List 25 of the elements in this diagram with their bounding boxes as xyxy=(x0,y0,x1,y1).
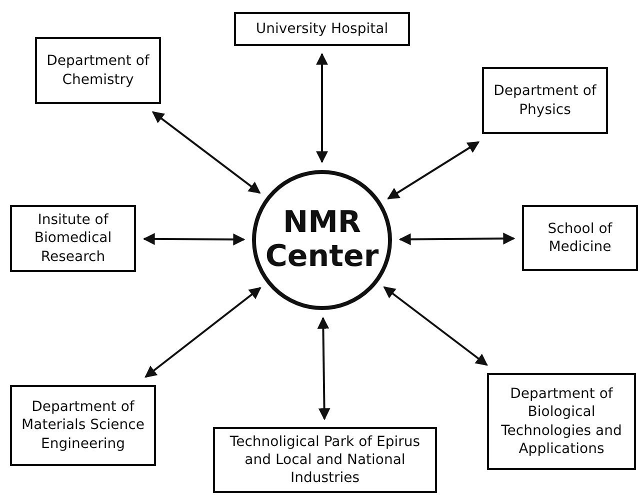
organization-box xyxy=(10,205,136,272)
organization-box xyxy=(234,12,410,46)
organization-box xyxy=(522,205,638,271)
node-label: Department of Chemistry xyxy=(46,52,150,89)
double-arrow xyxy=(383,286,488,366)
organization-box xyxy=(482,67,608,134)
node-label: Department of Physics xyxy=(492,82,598,119)
node-label: Insitute of Biomedical Research xyxy=(33,211,113,266)
double-arrow xyxy=(387,141,480,200)
double-arrow xyxy=(142,233,246,246)
node-label: Department of Materials Science Engineering xyxy=(20,398,146,453)
node-label: Department of Biological Technologies and Applications xyxy=(500,385,623,458)
organization-box xyxy=(213,427,437,493)
double-arrow xyxy=(152,111,261,194)
double-arrow xyxy=(317,316,330,420)
organization-box xyxy=(35,37,161,104)
double-arrow xyxy=(398,232,516,246)
node-label: Technoligical Park of Epirus and Local and National Industries xyxy=(228,432,422,488)
double-arrow xyxy=(144,287,262,378)
node-label: NMR Center xyxy=(264,206,380,274)
organization-box xyxy=(487,373,636,470)
node-label: University Hospital xyxy=(256,20,388,38)
organization-box xyxy=(10,385,156,466)
node-label: School of Medicine xyxy=(546,220,614,256)
double-arrow xyxy=(316,52,328,164)
